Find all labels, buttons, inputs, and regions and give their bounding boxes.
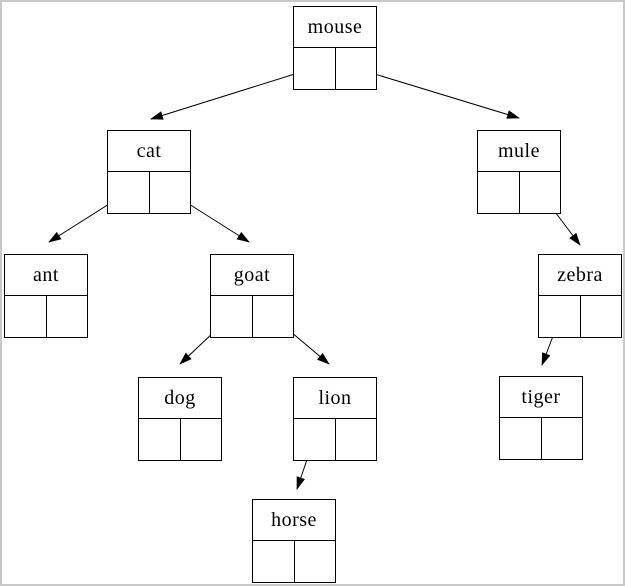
pointer-cells (139, 419, 221, 460)
right-pointer-cell (150, 172, 191, 213)
pointer-cells (539, 296, 621, 337)
tree-node-cat: cat (107, 130, 191, 214)
tree-node-ant: ant (4, 254, 88, 338)
pointer-cells (5, 296, 87, 337)
left-pointer-cell (211, 296, 253, 337)
right-pointer-cell (253, 296, 294, 337)
tree-node-tiger: tiger (499, 376, 583, 460)
pointer-cells (500, 418, 582, 459)
right-pointer-cell (336, 419, 377, 460)
right-pointer-cell (336, 48, 377, 89)
node-label: mouse (294, 7, 376, 48)
node-label: tiger (500, 377, 582, 418)
left-pointer-cell (108, 172, 150, 213)
tree-node-lion: lion (293, 377, 377, 461)
edge-mouse-right-to-mule (354, 67, 520, 119)
pointer-cells (478, 172, 560, 213)
pointer-cells (253, 541, 335, 582)
pointer-cells (108, 172, 190, 213)
right-pointer-cell (581, 296, 622, 337)
tree-node-mouse: mouse (293, 6, 377, 90)
tree-node-dog: dog (138, 377, 222, 461)
tree-node-zebra: zebra (538, 254, 622, 338)
node-label: ant (5, 255, 87, 296)
left-pointer-cell (294, 48, 336, 89)
node-label: mule (478, 131, 560, 172)
left-pointer-cell (139, 419, 181, 460)
left-pointer-cell (539, 296, 581, 337)
tree-node-mule: mule (477, 130, 561, 214)
node-label: horse (253, 500, 335, 541)
node-label: lion (294, 378, 376, 419)
node-label: goat (211, 255, 293, 296)
left-pointer-cell (253, 541, 295, 582)
left-pointer-cell (5, 296, 47, 337)
pointer-cells (211, 296, 293, 337)
pointer-cells (294, 48, 376, 89)
left-pointer-cell (478, 172, 520, 213)
pointer-cells (294, 419, 376, 460)
right-pointer-cell (47, 296, 88, 337)
tree-node-horse: horse (252, 499, 336, 583)
edge-mouse-left-to-cat (150, 67, 315, 120)
right-pointer-cell (520, 172, 561, 213)
tree-node-goat: goat (210, 254, 294, 338)
node-label: zebra (539, 255, 621, 296)
right-pointer-cell (295, 541, 336, 582)
node-label: cat (108, 131, 190, 172)
right-pointer-cell (542, 418, 583, 459)
left-pointer-cell (294, 419, 336, 460)
right-pointer-cell (181, 419, 222, 460)
node-label: dog (139, 378, 221, 419)
left-pointer-cell (500, 418, 542, 459)
